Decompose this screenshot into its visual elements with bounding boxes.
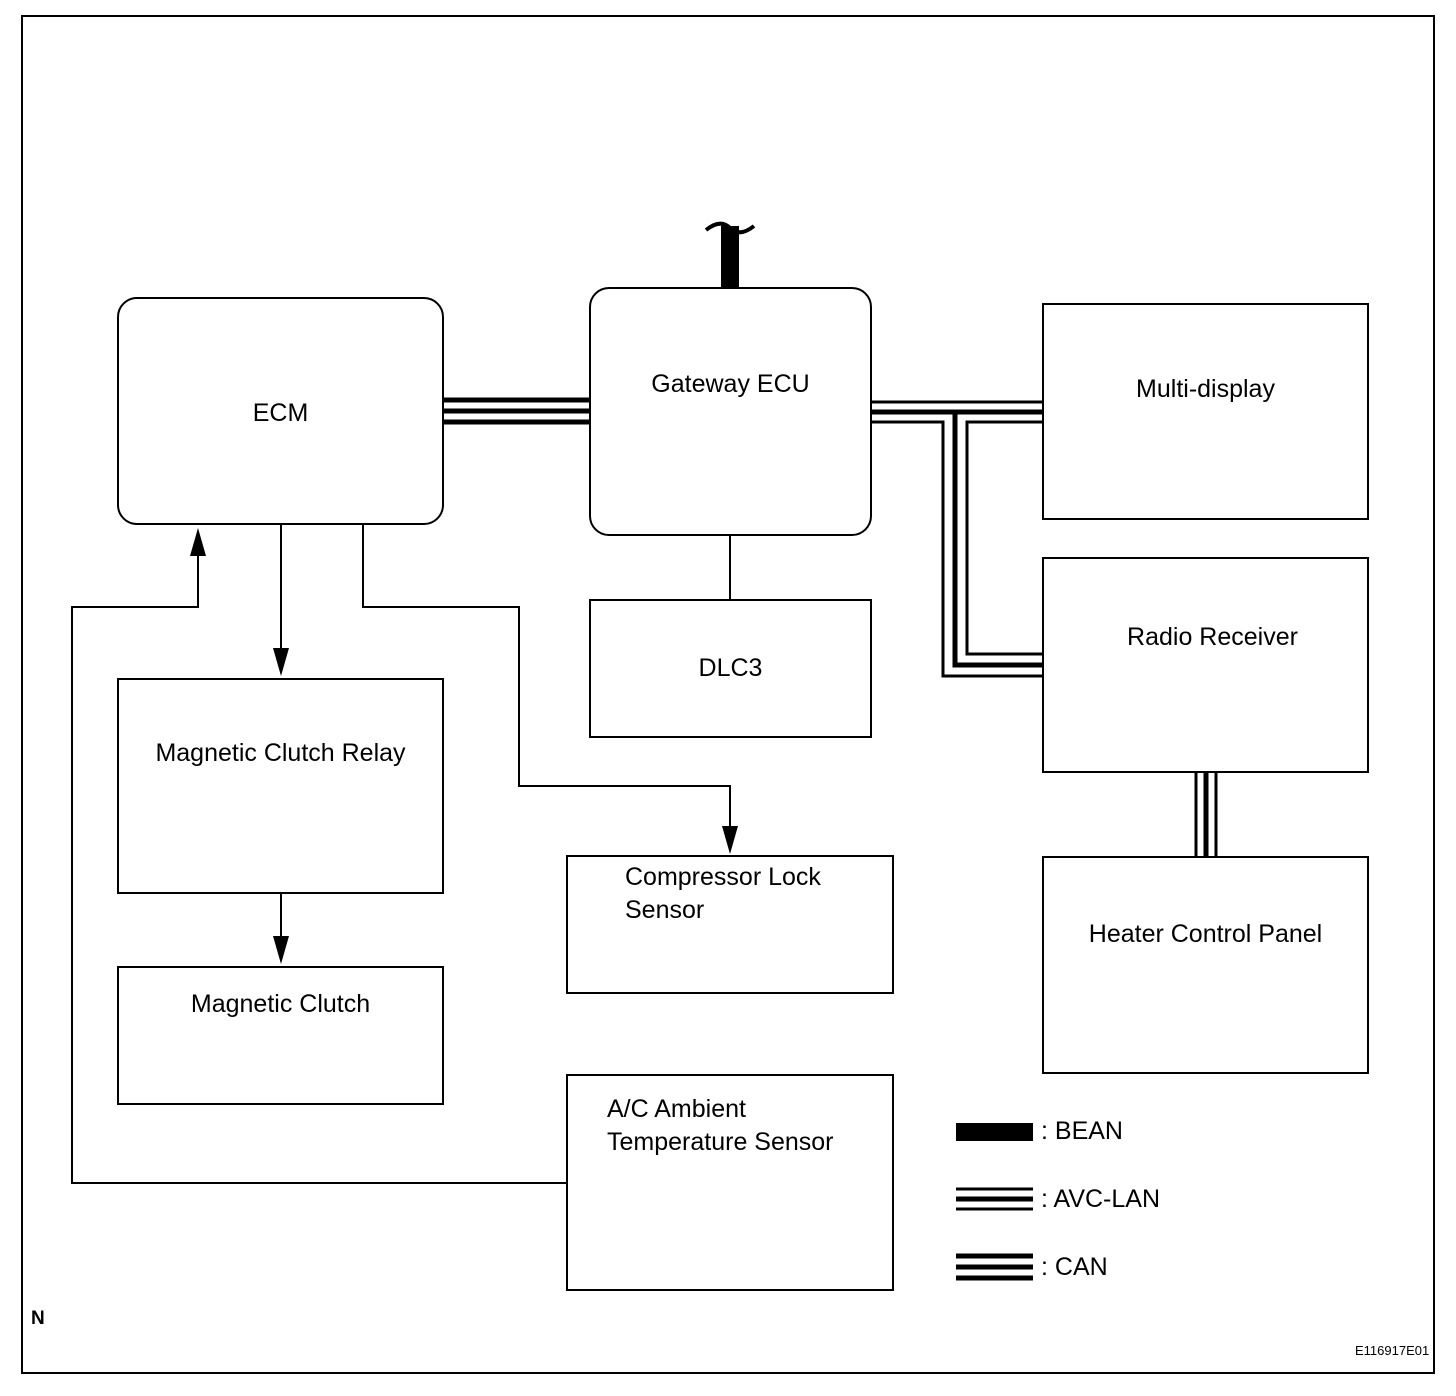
ambient-temperature-sensor-box: A/C Ambient Temperature Sensor xyxy=(566,1074,894,1291)
arrow-ambient-ecm xyxy=(190,528,206,556)
line-ambient-ecm xyxy=(71,552,567,1184)
arrow-ecm-compressor xyxy=(722,826,738,854)
arrow-relay-clutch xyxy=(273,936,289,964)
magnetic-clutch-box: Magnetic Clutch xyxy=(117,966,444,1105)
dlc3-label: DLC3 xyxy=(698,654,763,682)
multi-display-box: Multi-display xyxy=(1042,303,1369,520)
bean-bus-gateway xyxy=(721,226,739,288)
corner-mark: N xyxy=(31,1308,45,1329)
legend-avclan-label: : AVC-LAN xyxy=(1041,1185,1161,1213)
compressor-lock-sensor-box: Compressor Lock Sensor xyxy=(566,855,894,994)
dlc3-box: DLC3 xyxy=(589,599,872,738)
multi-display-label: Multi-display xyxy=(1136,375,1275,403)
legend-can-symbol xyxy=(956,1253,1033,1281)
heater-control-panel-box: Heater Control Panel xyxy=(1042,856,1369,1074)
magnetic-clutch-label: Magnetic Clutch xyxy=(190,990,371,1018)
gateway-ecu-box: Gateway ECU xyxy=(589,287,872,536)
compressor-lock-sensor-label-line1: Compressor Lock xyxy=(625,863,821,891)
legend-bean-label: : BEAN xyxy=(1041,1117,1123,1145)
ambient-temperature-sensor-label-line2: Temperature Sensor xyxy=(607,1128,834,1156)
ambient-temperature-sensor-label-line1: A/C Ambient xyxy=(607,1095,746,1123)
magnetic-clutch-relay-box: Magnetic Clutch Relay xyxy=(117,678,444,894)
compressor-lock-sensor-label-line2: Sensor xyxy=(625,896,705,924)
diagram-frame xyxy=(21,15,1435,1374)
magnetic-clutch-relay-label: Magnetic Clutch Relay xyxy=(155,739,406,767)
heater-control-panel-label: Heater Control Panel xyxy=(1088,920,1323,948)
arrow-ecm-relay xyxy=(273,648,289,676)
legend-avclan-symbol xyxy=(956,1187,1033,1211)
gateway-ecu-label: Gateway ECU xyxy=(651,370,810,398)
radio-receiver-box: Radio Receiver xyxy=(1042,557,1369,773)
radio-receiver-label: Radio Receiver xyxy=(1127,623,1298,651)
avc-lan-radio-heater xyxy=(1194,772,1218,857)
avc-lan-bus xyxy=(871,400,1043,678)
ecm-box: ECM xyxy=(117,297,444,525)
line-ecm-compressor xyxy=(362,524,731,830)
can-bus-ecm-gateway xyxy=(443,397,590,425)
bus-break-symbol xyxy=(704,221,756,235)
figure-code: E116917E01 xyxy=(1355,1343,1430,1358)
legend-bean-symbol xyxy=(956,1123,1033,1141)
ecm-label: ECM xyxy=(252,399,309,427)
legend-can-label: : CAN xyxy=(1041,1253,1108,1281)
